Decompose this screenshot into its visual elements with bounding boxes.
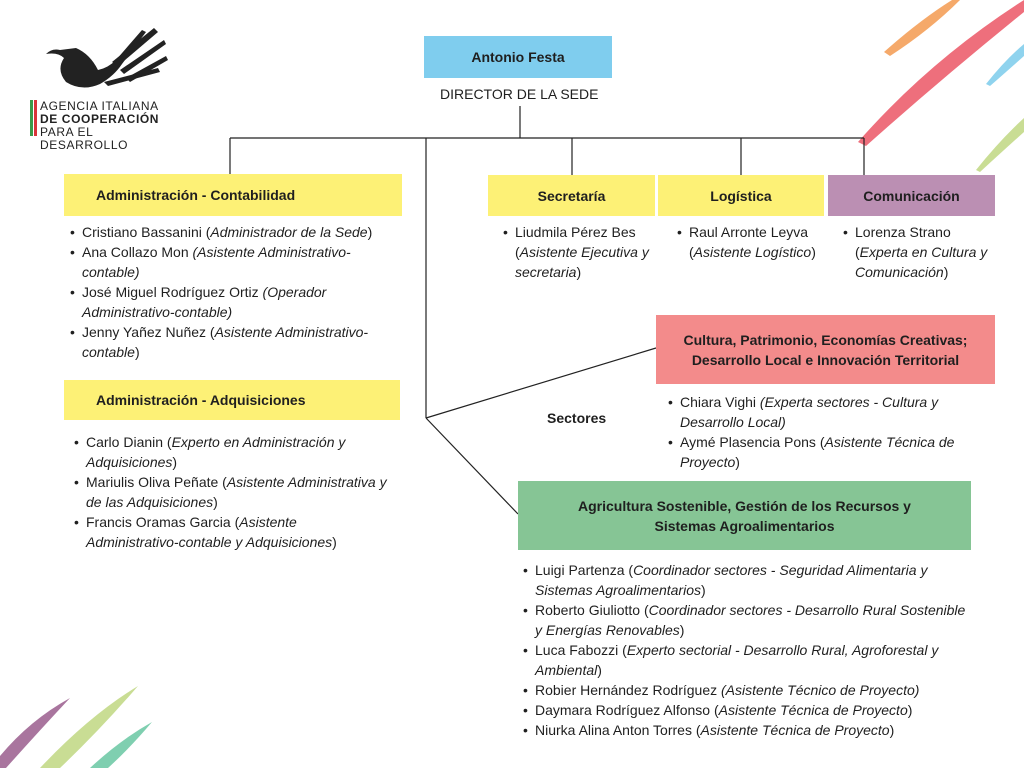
- comunicacion-member: • Lorenza Strano (Experta en Cultura y C…: [843, 224, 988, 280]
- cultura-members: Chiara Vighi (Experta sectores - Cultura…: [666, 392, 986, 472]
- list-item: Ana Collazo Mon (Asistente Administrativ…: [68, 242, 398, 282]
- stroke-green-bottom: [40, 686, 138, 768]
- unit-agricultura-title-2: Sistemas Agroalimentarios: [654, 517, 835, 534]
- director-box: Antonio Festa: [424, 36, 612, 78]
- contabilidad-members: Cristiano Bassanini (Administrador de la…: [68, 222, 398, 362]
- list-item: Francis Oramas Garcia (Asistente Adminis…: [72, 512, 392, 552]
- unit-cultura-title-2: Desarrollo Local e Innovación Territoria…: [691, 351, 960, 368]
- connector-to-cultura: [425, 347, 657, 419]
- logo-line-1: AGENCIA ITALIANA: [40, 99, 159, 113]
- list-item: Luigi Partenza (Coordinador sectores - S…: [521, 560, 976, 600]
- adquisiciones-members: Carlo Dianin (Experto en Administración …: [72, 432, 392, 552]
- list-item: Aymé Plasencia Pons (Asistente Técnica d…: [666, 432, 986, 472]
- logistica-member: • Raul Arronte Leyva (Asistente Logístic…: [677, 224, 816, 260]
- list-item: Cristiano Bassanini (Administrador de la…: [68, 222, 398, 242]
- unit-secretaria-title: Secretaría: [537, 187, 606, 204]
- unit-contabilidad-box: Administración - Contabilidad: [64, 174, 402, 216]
- list-item: Mariulis Oliva Peñate (Asistente Adminis…: [72, 472, 392, 512]
- sectores-label: Sectores: [547, 410, 607, 426]
- list-item: Luca Fabozzi (Experto sectorial - Desarr…: [521, 640, 976, 680]
- stroke-teal-bottom: [90, 722, 152, 768]
- flag-bar-green: [30, 100, 33, 136]
- unit-logistica-title: Logística: [710, 187, 772, 204]
- stroke-orange: [884, 0, 960, 56]
- list-item: Niurka Alina Anton Torres (Asistente Téc…: [521, 720, 976, 740]
- unit-contabilidad-title: Administración - Contabilidad: [96, 187, 296, 203]
- unit-adquisiciones-box: Administración - Adquisiciones: [64, 380, 400, 420]
- director-title: DIRECTOR DE LA SEDE: [440, 86, 599, 102]
- dove-icon: [46, 28, 168, 88]
- logo-line-2: DE COOPERACIÓN: [40, 112, 160, 126]
- list-item: Jenny Yañez Nuñez (Asistente Administrat…: [68, 322, 398, 362]
- list-item: Chiara Vighi (Experta sectores - Cultura…: [666, 392, 986, 432]
- unit-cultura-box: Cultura, Patrimonio, Economías Creativas…: [656, 315, 995, 384]
- list-item: Daymara Rodríguez Alfonso (Asistente Téc…: [521, 700, 976, 720]
- connector-to-agricultura: [425, 417, 519, 515]
- stroke-purple-bottom: [0, 698, 70, 768]
- list-item: José Miguel Rodríguez Ortiz (Operador Ad…: [68, 282, 398, 322]
- logo-text: AGENCIA ITALIANA DE COOPERACIÓN PARA EL …: [40, 100, 178, 152]
- secretaria-member: • Liudmila Pérez Bes (Asistente Ejecutiv…: [503, 224, 649, 280]
- stroke-blue: [986, 44, 1024, 86]
- list-item: Roberto Giuliotto (Coordinador sectores …: [521, 600, 976, 640]
- unit-comunicacion-title: Comunicación: [863, 187, 960, 204]
- agency-logo: AGENCIA ITALIANA DE COOPERACIÓN PARA EL …: [28, 22, 178, 152]
- flag-bar-red: [34, 100, 37, 136]
- stroke-lightgreen: [976, 118, 1024, 172]
- logo-line-3: PARA EL DESARROLLO: [40, 125, 129, 152]
- list-item: Robier Hernández Rodríguez (Asistente Té…: [521, 680, 976, 700]
- unit-adquisiciones-title: Administración - Adquisiciones: [96, 392, 306, 408]
- unit-comunicacion-box: Comunicación: [828, 175, 995, 216]
- list-item: Carlo Dianin (Experto en Administración …: [72, 432, 392, 472]
- unit-cultura-title-1: Cultura, Patrimonio, Economías Creativas…: [683, 331, 968, 348]
- unit-logistica-box: Logística: [658, 175, 824, 216]
- unit-secretaria-box: Secretaría: [488, 175, 655, 216]
- director-name: Antonio Festa: [471, 49, 565, 65]
- stroke-red: [858, 0, 1024, 146]
- unit-agricultura-box: Agricultura Sostenible, Gestión de los R…: [518, 481, 971, 550]
- unit-agricultura-title-1: Agricultura Sostenible, Gestión de los R…: [578, 497, 911, 514]
- agricultura-members: Luigi Partenza (Coordinador sectores - S…: [521, 560, 976, 740]
